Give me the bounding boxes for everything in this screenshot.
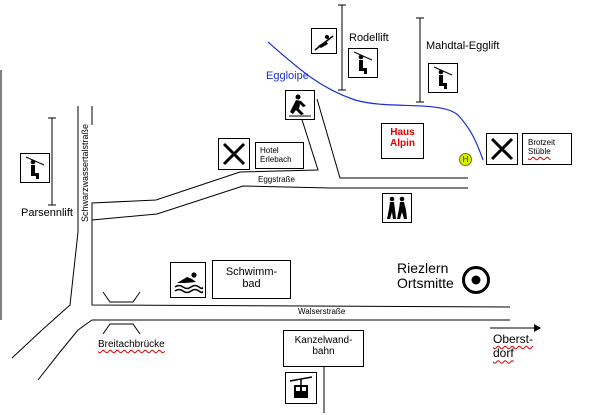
cross-country-ski-icon xyxy=(285,90,315,120)
cable-car-icon xyxy=(285,372,317,404)
h-marker: H xyxy=(459,153,472,166)
oberstdorf-arrow-head xyxy=(534,324,541,332)
eggstrasse-edge xyxy=(91,185,468,221)
drag-lift-icon xyxy=(20,153,50,183)
schwarzwasser-label: Schwarzwassertalstraße xyxy=(80,123,90,222)
brotzeit-line2: Stüble xyxy=(528,147,551,156)
brotzeit-box: Brotzeit Stüble xyxy=(522,133,572,165)
sled-lift-icon xyxy=(311,28,337,54)
schwimmbad-line2: bad xyxy=(242,278,261,290)
riezlern-label: Riezlern Ortsmitte xyxy=(397,260,454,292)
walserstrasse-label: Walserstraße xyxy=(298,307,346,316)
bridge-upper xyxy=(102,291,141,303)
h-marker-label: H xyxy=(462,155,469,164)
kanzelwand-box: Kanzelwand- bahn xyxy=(283,330,364,367)
breitach-road xyxy=(37,319,93,381)
haus-alpin-line2: Alpin xyxy=(390,138,415,149)
walserstrasse-upper xyxy=(91,220,511,308)
hiking-icon xyxy=(382,193,412,223)
drag-lift-icon xyxy=(348,48,378,78)
hotel-line1: Hotel xyxy=(260,146,279,155)
restaurant-icon xyxy=(218,138,250,170)
eggstrasse-upper xyxy=(316,98,468,179)
mahdtal-egglift-label: Mahdtal-Egglift xyxy=(426,40,500,52)
eggstrasse-label: Eggstraße xyxy=(258,175,295,184)
bridge-lower xyxy=(102,323,141,335)
restaurant-icon xyxy=(486,133,518,165)
eggloipe-trail xyxy=(267,41,484,161)
swimming-icon xyxy=(170,262,206,298)
brotzeit-line1: Brotzeit xyxy=(528,138,556,147)
breitachbruecke-label: Breitachbrücke xyxy=(98,339,165,350)
oberstdorf-label: Oberst- dorf xyxy=(493,332,533,361)
hotel-line2: Erlebach xyxy=(260,155,292,164)
schwarzwasser-left xyxy=(11,106,79,359)
kanzelwand-line2: bahn xyxy=(312,346,335,357)
oberstdorf-line1: Oberst- xyxy=(493,332,534,346)
haus-alpin-box: Haus Alpin xyxy=(381,123,424,159)
riezlern-line1: Riezlern xyxy=(397,260,449,276)
hotel-erlebach-box: Hotel Erlebach xyxy=(255,142,304,169)
rodellift-label: Rodellift xyxy=(349,32,389,44)
drag-lift-icon xyxy=(428,63,458,93)
riezlern-line2: Ortsmitte xyxy=(397,275,454,292)
kanzelwand-line1: Kanzelwand- xyxy=(294,335,353,346)
parsennlift-label: Parsennlift xyxy=(21,207,73,219)
schwimmbad-box: Schwimm- bad xyxy=(212,260,291,299)
eggloipe-label: Eggloipe xyxy=(266,70,309,82)
schwimmbad-line1: Schwimm- xyxy=(225,266,278,278)
haus-alpin-line1: Haus xyxy=(390,127,415,138)
town-center-icon xyxy=(461,265,491,295)
oberstdorf-line2: dorf xyxy=(493,346,514,361)
